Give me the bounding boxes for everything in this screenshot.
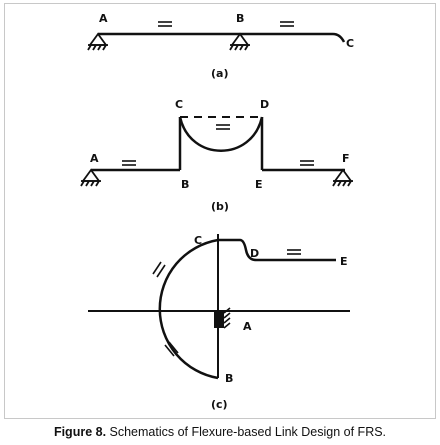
fixed-support-c xyxy=(214,311,224,328)
flexure-mark-c3 xyxy=(287,249,301,255)
panel-label-c: (c) xyxy=(211,398,228,411)
point-label-b-C: C xyxy=(175,98,183,111)
panel-b: A B C D E F (b) xyxy=(80,98,353,213)
point-label-c-D: D xyxy=(250,247,259,260)
flexure-mark-a2 xyxy=(280,21,294,27)
point-label-a-C: C xyxy=(346,37,354,50)
flexure-mark-b3 xyxy=(300,160,314,166)
arc-c xyxy=(158,238,219,380)
caption-text: Schematics of Flexure-based Link Design … xyxy=(106,425,387,439)
flexure-mark-b2 xyxy=(216,124,230,130)
figure-frame xyxy=(4,3,436,419)
point-label-b-B: B xyxy=(181,178,189,191)
point-label-c-B: B xyxy=(225,372,233,385)
pin-support-b-A xyxy=(80,168,101,187)
point-label-c-C: C xyxy=(194,234,202,247)
arc-b xyxy=(178,116,264,152)
point-label-b-F: F xyxy=(342,152,350,165)
flexure-mark-c2 xyxy=(164,341,179,357)
point-label-c-A: A xyxy=(243,320,252,333)
ground-hatch-c xyxy=(223,307,231,329)
flexure-mark-c1 xyxy=(152,261,166,278)
point-label-c-E: E xyxy=(340,255,348,268)
pin-support-b xyxy=(229,32,250,51)
link-c-D xyxy=(218,238,336,262)
panel-label-b: (b) xyxy=(211,200,229,213)
point-label-b-A: A xyxy=(90,152,99,165)
beam-a-end-curve xyxy=(332,32,346,43)
flexure-schematic-figure: A B C (a) A B C D xyxy=(80,12,354,411)
flexure-mark-a1 xyxy=(158,21,172,27)
panel-a: A B C (a) xyxy=(87,12,354,80)
point-label-b-E: E xyxy=(255,178,263,191)
point-label-a-A: A xyxy=(99,12,108,25)
point-label-a-B: B xyxy=(236,12,244,25)
panel-label-a: (a) xyxy=(211,67,228,80)
figure-caption: Figure 8. Schematics of Flexure-based Li… xyxy=(0,425,440,439)
panel-c: A B C D E (c) xyxy=(88,234,350,411)
point-label-b-D: D xyxy=(260,98,269,111)
flexure-mark-b1 xyxy=(122,160,136,166)
pin-support-b-F xyxy=(332,168,353,187)
pin-support-a xyxy=(87,32,108,51)
caption-prefix: Figure 8. xyxy=(53,425,107,439)
